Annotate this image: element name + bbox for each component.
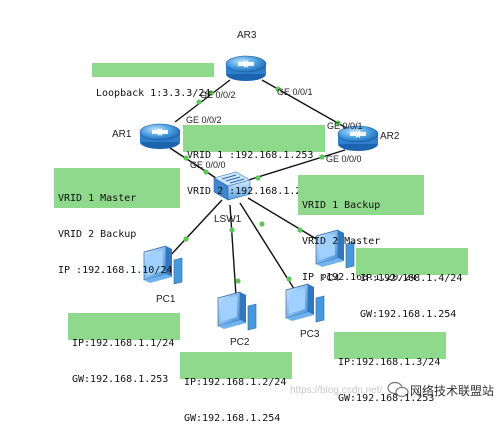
- pc1-info-label: IP:192.168.1.1/24 GW:192.168.1.253: [68, 313, 180, 385]
- pc-icon[interactable]: [217, 291, 257, 331]
- link-ar1-lsw1: [169, 147, 223, 183]
- ar1-vrid2-role: VRID 2 Backup: [58, 229, 137, 240]
- node-label-pc2: PC2: [230, 337, 250, 348]
- pc1-ip: IP:192.168.1.1/24: [72, 338, 175, 349]
- ar2-vrid2-role: VRID 2 Master: [302, 236, 381, 247]
- ar1-vrid1-role: VRID 1 Master: [58, 193, 137, 204]
- brand-name: 网络技术联盟站: [410, 384, 495, 398]
- port-dot: [335, 120, 341, 126]
- pc2-info-label: IP:192.168.1.2/24 GW:192.168.1.254: [180, 352, 292, 424]
- port-dot: [319, 154, 325, 160]
- port-label-ar2-bottom: GE 0/0/0: [326, 154, 362, 164]
- port-label-ar3-left: GE 0/0/2: [200, 90, 236, 100]
- vrid1-ip-text: VRID 1 :192.168.1.253: [187, 150, 314, 161]
- port-dot: [203, 169, 209, 175]
- node-label-lsw1: LSW1: [214, 214, 242, 225]
- router-icon[interactable]: [225, 55, 267, 81]
- router-icon[interactable]: [139, 123, 181, 149]
- node-label-ar1: AR1: [112, 129, 132, 140]
- pc2-gw: GW:192.168.1.254: [184, 413, 281, 424]
- pc-icon[interactable]: [143, 245, 183, 285]
- pc2-ip: IP:192.168.1.2/24: [184, 377, 287, 388]
- pc1-gw: GW:192.168.1.253: [72, 374, 169, 385]
- vrid-ip-label: VRID 1 :192.168.1.253 VRID 2 :192.168.1.…: [183, 125, 325, 197]
- port-dot: [259, 221, 265, 227]
- pc-icon[interactable]: [315, 229, 355, 269]
- port-dot: [255, 175, 261, 181]
- port-dot: [208, 90, 214, 96]
- ar1-ip: IP :192.168.1.10/24: [58, 265, 173, 276]
- router-icon[interactable]: [337, 125, 379, 151]
- node-label-ar2: AR2: [380, 131, 400, 142]
- port-dot: [196, 99, 202, 105]
- port-dot: [183, 155, 189, 161]
- link-lsw1-pc2: [229, 204, 237, 297]
- pc4-ip: IP:192.168.1.4/24: [360, 273, 463, 284]
- pc3-info-label: IP:192.168.1.3/24 GW:192.168.1.253: [334, 332, 446, 404]
- port-dot: [183, 236, 189, 242]
- brand-logo-icon: [387, 381, 409, 398]
- link-ar1-ar3: [174, 79, 231, 123]
- ar2-ip: IP :192.168.1.20/24: [302, 272, 417, 283]
- ar1-info-label: VRID 1 Master VRID 2 Backup IP :192.168.…: [54, 168, 180, 276]
- pc4-info-label: IP:192.168.1.4/24 GW:192.168.1.254: [356, 248, 468, 320]
- link-lsw1-pc3: [239, 202, 297, 293]
- pc3-gw: GW:192.168.1.253: [338, 393, 435, 404]
- watermark-url: https://blog.csdn.net/: [290, 385, 383, 396]
- port-dot: [286, 276, 292, 282]
- port-dot: [229, 227, 235, 233]
- pc3-ip: IP:192.168.1.3/24: [338, 357, 441, 368]
- node-label-pc4: PC4: [320, 273, 340, 284]
- ar2-info-label: VRID 1 Backup VRID 2 Master IP :192.168.…: [298, 175, 424, 283]
- port-label-ar3-right: GE 0/0/1: [277, 87, 313, 97]
- link-lsw1-pc1: [167, 199, 223, 259]
- switch-icon[interactable]: [213, 171, 251, 201]
- pc-icon[interactable]: [285, 283, 325, 323]
- node-label-ar3: AR3: [237, 30, 257, 41]
- port-dot: [275, 86, 281, 92]
- port-label-ar2-top: GE 0/0/1: [327, 121, 363, 131]
- port-dot: [297, 227, 303, 233]
- ar2-vrid1-role: VRID 1 Backup: [302, 200, 381, 211]
- ar3-loopback-label: Loopback 1:3.3.3/24: [92, 63, 214, 99]
- link-lsw1-pc4: [247, 197, 319, 241]
- port-dot: [235, 278, 241, 284]
- port-label-ar1-top: GE 0/0/2: [186, 115, 222, 125]
- vrid2-ip-text: VRID 2 :192.168.1.254: [187, 186, 314, 197]
- port-dots: [183, 86, 341, 284]
- ar3-loopback-text: Loopback 1:3.3.3/24: [96, 88, 211, 99]
- pc4-gw: GW:192.168.1.254: [360, 309, 457, 320]
- port-label-ar1-bottom: GE 0/0/0: [190, 160, 226, 170]
- node-label-pc1: PC1: [156, 294, 176, 305]
- node-label-pc3: PC3: [300, 329, 320, 340]
